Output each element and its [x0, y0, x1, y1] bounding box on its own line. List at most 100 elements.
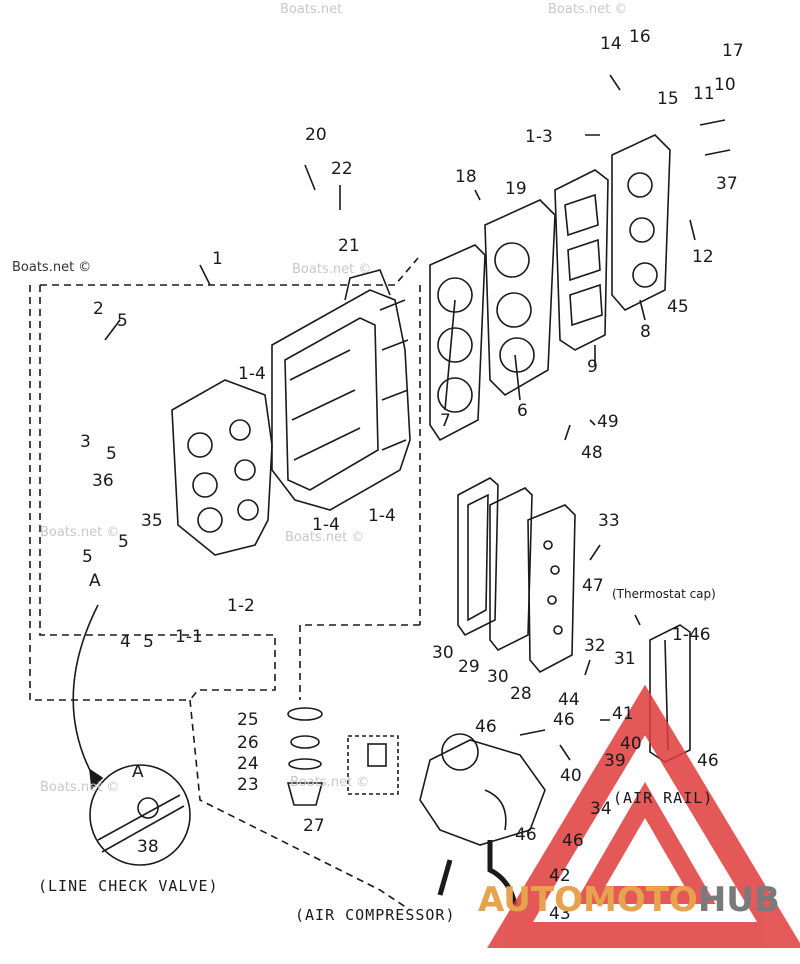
callout-label: A [132, 762, 144, 782]
brand-part1: AUTOMOTO [478, 880, 698, 920]
callout-label: 34 [590, 799, 612, 819]
watermark-text: Boats.net © [285, 530, 365, 545]
callout-label: 1-1 [175, 627, 203, 647]
air-compressor [419, 733, 546, 846]
callout-label: 39 [604, 751, 626, 771]
callout-label: 31 [614, 649, 636, 669]
assembly-outline-left [39, 285, 276, 701]
callout-label: 14 [600, 34, 622, 54]
caption-air-rail: (AIR RAIL) [613, 789, 714, 807]
callout-label: 7 [440, 411, 451, 431]
caption-line-check-valve: (LINE CHECK VALVE) [38, 877, 219, 895]
detail-circle-a [89, 764, 191, 866]
callout-label: 9 [587, 357, 598, 377]
callout-label: 1-3 [525, 127, 553, 147]
watermark-text: Boats.net © [40, 780, 120, 795]
callout-label: 5 [117, 311, 128, 331]
callout-label: A [89, 571, 101, 591]
callout-label: 18 [455, 167, 477, 187]
callout-label: 23 [237, 775, 259, 795]
callout-label: 3 [80, 432, 91, 452]
callout-label: 44 [558, 690, 580, 710]
callout-label: 47 [582, 576, 604, 596]
callout-label: 12 [692, 247, 714, 267]
callout-label: 1 [212, 249, 223, 269]
callout-label: 8 [640, 322, 651, 342]
watermark-text: Boats.net [280, 2, 343, 17]
callout-label: 4 [120, 632, 131, 652]
callout-label: 1-4 [368, 506, 396, 526]
callout-label: 30 [432, 643, 454, 663]
callout-label: 1-2 [227, 596, 255, 616]
callout-label: 25 [237, 710, 259, 730]
assembly-outline [40, 257, 419, 286]
callout-label: 27 [303, 816, 325, 836]
callout-label: 24 [237, 754, 259, 774]
valve-leader [189, 699, 411, 911]
callout-label: 17 [722, 41, 744, 61]
plate-28 [527, 504, 576, 674]
caption-air-compressor: (AIR COMPRESSOR) [295, 906, 456, 924]
watermark-text: Boats.net © [12, 260, 92, 275]
callout-label: 33 [598, 511, 620, 531]
callout-label: 42 [549, 866, 571, 886]
callout-label: 6 [517, 401, 528, 421]
assembly-outline-bottom [29, 285, 190, 701]
check-valve-parts [286, 707, 399, 806]
callout-label: 40 [560, 766, 582, 786]
caption-thermostat-cap: (Thermostat cap) [612, 587, 716, 601]
callout-label: 15 [657, 89, 679, 109]
callout-label: 19 [505, 179, 527, 199]
callout-label: 5 [118, 532, 129, 552]
callout-label: 10 [714, 75, 736, 95]
watermark-text: Boats.net © [548, 2, 628, 17]
callout-label: 11 [693, 84, 715, 104]
callout-label: 5 [143, 632, 154, 652]
callout-label: 36 [92, 471, 114, 491]
callout-label: 43 [549, 904, 571, 924]
manifold-8 [611, 134, 671, 311]
callout-label: 2 [93, 299, 104, 319]
brand-logo-triangle [487, 684, 800, 948]
callout-label: 32 [584, 636, 606, 656]
brand-wordmark: AUTOMOTOHUB [478, 880, 780, 920]
gasket-9 [554, 169, 609, 351]
watermark-text: Boats.net © [292, 262, 372, 277]
callout-label: 22 [331, 159, 353, 179]
callout-label: 37 [716, 174, 738, 194]
callout-label: 40 [620, 734, 642, 754]
watermark-text: Boats.net © [290, 775, 370, 790]
brand-part2: HUB [697, 880, 780, 920]
cover-6 [484, 199, 556, 397]
callout-label: 49 [597, 412, 619, 432]
callout-label: 45 [667, 297, 689, 317]
callout-label: 46 [515, 825, 537, 845]
callout-label: 21 [338, 236, 360, 256]
callout-label: 46 [562, 831, 584, 851]
callout-label: 1-4 [312, 515, 340, 535]
cylinder-head [171, 379, 273, 556]
callout-label: 16 [629, 27, 651, 47]
cylinder-block [271, 269, 411, 511]
callout-label: 20 [305, 125, 327, 145]
hose [487, 840, 518, 906]
callout-label: 46 [475, 717, 497, 737]
plate-30 [457, 477, 499, 637]
callout-label: 26 [237, 733, 259, 753]
callout-label: 46 [553, 710, 575, 730]
callout-label: 28 [510, 684, 532, 704]
callout-label: 41 [612, 704, 634, 724]
callout-label: 5 [106, 444, 117, 464]
callout-label: 5 [82, 547, 93, 567]
callout-label: 35 [141, 511, 163, 531]
callout-label: 1-46 [672, 625, 711, 645]
gasket-7 [429, 244, 486, 442]
callout-label: 29 [458, 657, 480, 677]
callout-label: 38 [137, 837, 159, 857]
callout-label: 30 [487, 667, 509, 687]
callout-label: 1-4 [238, 364, 266, 384]
callout-label: 48 [581, 443, 603, 463]
callout-label: 46 [697, 751, 719, 771]
watermark-text: Boats.net © [40, 525, 120, 540]
